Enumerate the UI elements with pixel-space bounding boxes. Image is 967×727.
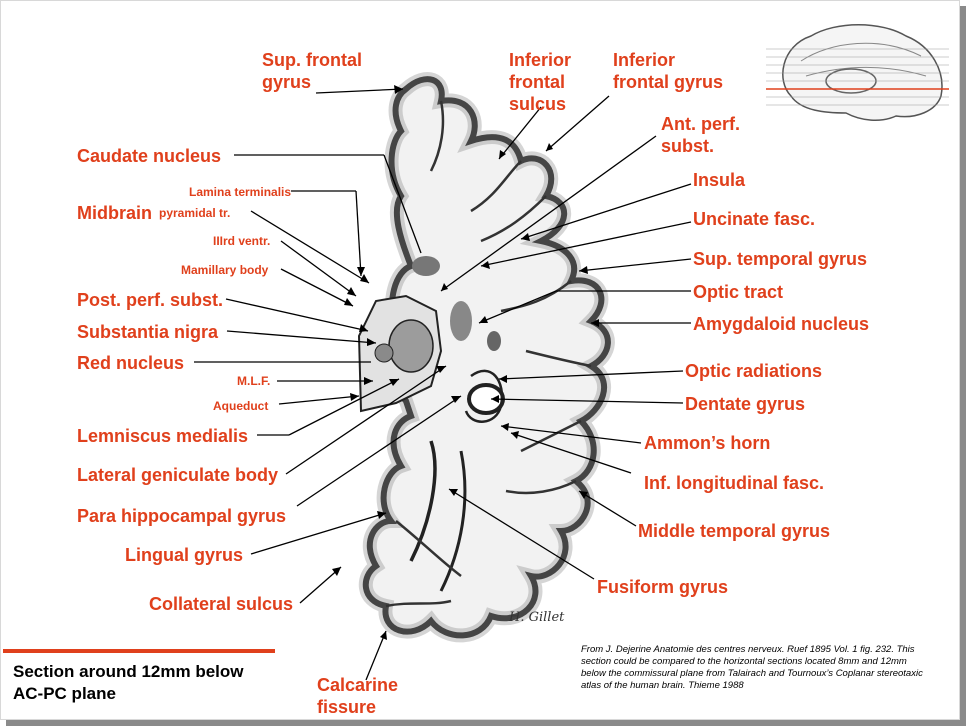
label-para-hippocampal-gyrus: Para hippocampal gyrus bbox=[77, 506, 287, 526]
label-amygdaloid-nucleus: Amygdaloid nucleus bbox=[693, 314, 870, 334]
label-ant-perf-subst: Ant. perf. subst. bbox=[661, 113, 740, 157]
label-line: Calcarine bbox=[317, 675, 399, 695]
label-calcarine-fissure: Calcarine fissure bbox=[317, 674, 398, 718]
label-lemniscus-medialis: Lemniscus medialis bbox=[77, 426, 249, 446]
label-lingual-gyrus: Lingual gyrus bbox=[125, 545, 244, 565]
slide-caption: Section around 12mm below AC-PC plane bbox=[13, 661, 244, 705]
label-fusiform-gyrus: Fusiform gyrus bbox=[597, 577, 729, 597]
label-post-perf-subst: Post. perf. subst. bbox=[77, 290, 224, 310]
label-line: fissure bbox=[317, 697, 377, 717]
label-inf-longitudinal-fasc: Inf. longitudinal fasc. bbox=[644, 473, 824, 493]
label-collateral-sulcus: Collateral sulcus bbox=[149, 594, 294, 614]
label-lamina-terminalis: Lamina terminalis bbox=[189, 185, 292, 199]
label-pyramidal-tr: pyramidal tr. bbox=[159, 206, 231, 220]
label-lateral-geniculate-body: Lateral geniculate body bbox=[77, 465, 279, 485]
drawing-signature: H. Gillet bbox=[508, 610, 565, 625]
label-red-nucleus: Red nucleus bbox=[77, 353, 185, 373]
label-optic-tract: Optic tract bbox=[693, 282, 784, 302]
label-optic-radiations: Optic radiations bbox=[685, 361, 823, 381]
leader-arrowheads bbox=[332, 85, 599, 640]
label-inferior-frontal-sulcus: Inferior frontal sulcus bbox=[509, 49, 571, 115]
label-middle-temporal-gyrus: Middle temporal gyrus bbox=[638, 521, 831, 541]
label-line: sulcus bbox=[509, 94, 567, 114]
label-line: Inferior bbox=[613, 50, 676, 70]
label-substantia-nigra: Substantia nigra bbox=[77, 322, 219, 342]
label-line: Ant. perf. bbox=[661, 114, 740, 134]
label-sup-frontal-gyrus: Sup. frontal gyrus bbox=[262, 49, 362, 93]
label-line: subst. bbox=[661, 136, 715, 156]
caption-accent-bar bbox=[3, 649, 275, 653]
label-line: Inferior bbox=[509, 50, 572, 70]
label-line: Sup. frontal bbox=[262, 50, 362, 70]
caption-line: Section around 12mm below bbox=[13, 662, 244, 681]
label-dentate-gyrus: Dentate gyrus bbox=[685, 394, 806, 414]
label-insula: Insula bbox=[693, 170, 746, 190]
label-third-ventricle: IIIrd ventr. bbox=[213, 234, 271, 248]
brain-section-illustration bbox=[357, 72, 615, 643]
label-line: frontal gyrus bbox=[613, 72, 724, 92]
label-ammons-horn: Ammon’s horn bbox=[644, 433, 771, 453]
label-mamillary-body: Mamillary body bbox=[181, 263, 269, 277]
label-mlf: M.L.F. bbox=[237, 374, 271, 388]
label-caudate-nucleus: Caudate nucleus bbox=[77, 146, 222, 166]
leader-lines bbox=[194, 88, 692, 681]
label-inferior-frontal-gyrus: Inferior frontal gyrus bbox=[613, 49, 723, 93]
label-midbrain: Midbrain bbox=[77, 203, 152, 223]
label-line: gyrus bbox=[262, 72, 312, 92]
label-uncinate-fasc: Uncinate fasc. bbox=[693, 209, 816, 229]
label-sup-temporal-gyrus: Sup. temporal gyrus bbox=[693, 249, 868, 269]
caption-line: AC-PC plane bbox=[13, 684, 116, 703]
inset-sagittal-thumbnail bbox=[766, 24, 949, 121]
label-line: frontal bbox=[509, 72, 565, 92]
brain-section-diagram: H. Gillet bbox=[194, 24, 949, 681]
label-aqueduct: Aqueduct bbox=[213, 399, 269, 413]
source-citation: From J. Dejerine Anatomie des centres ne… bbox=[581, 644, 923, 691]
